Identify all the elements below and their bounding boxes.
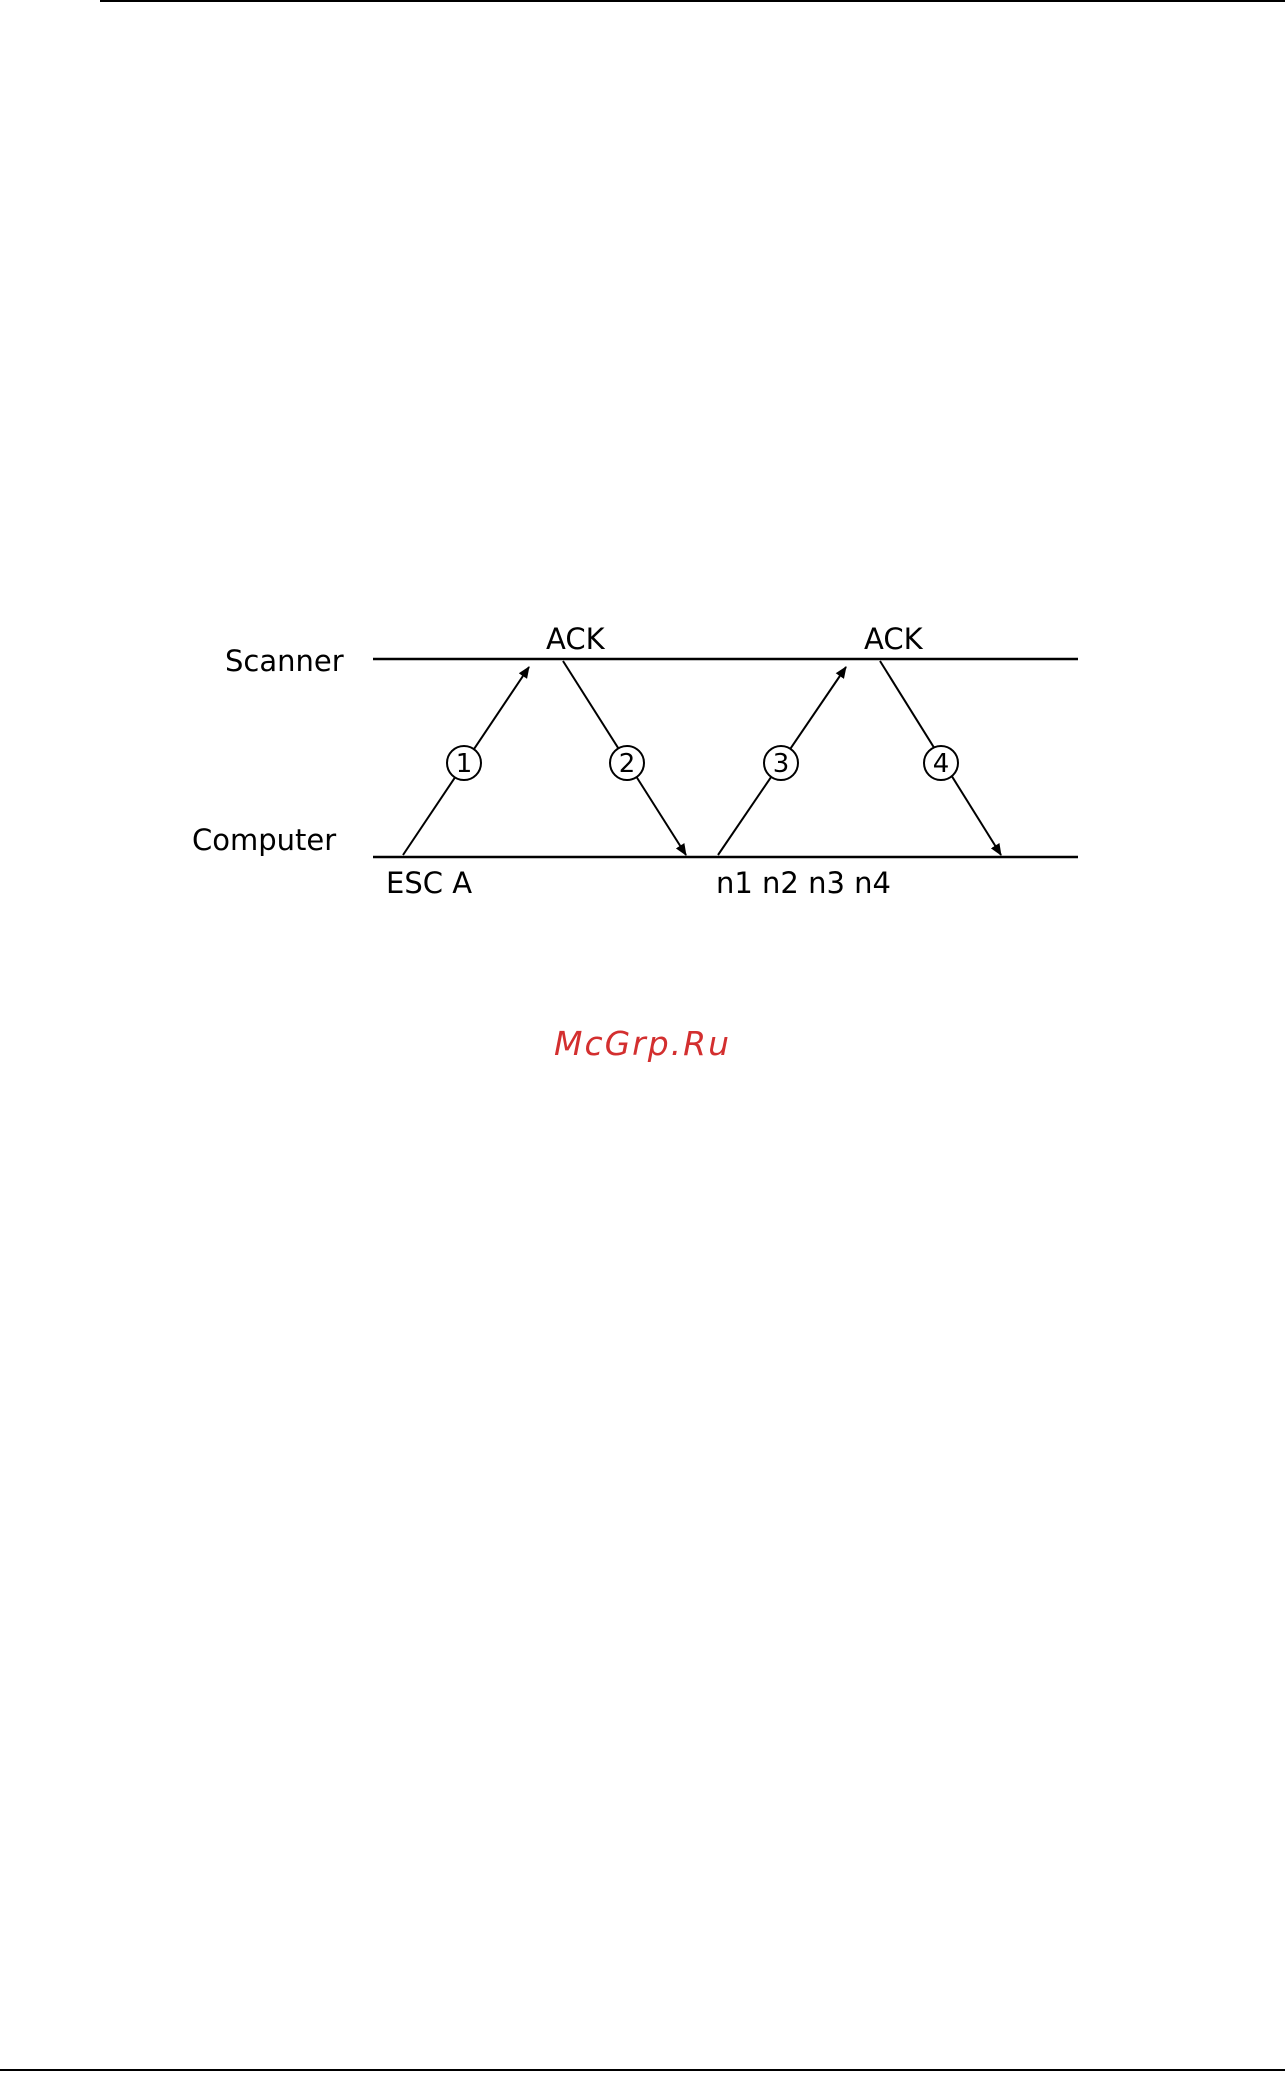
ack-label-1: ACK: [546, 622, 606, 656]
handshake-diagram: Scanner Computer ACK ACK ESC A n1 n2 n3 …: [0, 0, 1285, 960]
step-3-number: 3: [773, 749, 790, 779]
step-2-number: 2: [619, 749, 636, 779]
bottom-rule: [0, 2069, 1285, 2071]
step-1-number: 1: [456, 749, 473, 779]
command-label: ESC A: [386, 866, 472, 900]
watermark-logo: McGrp.Ru: [0, 1024, 1285, 1063]
scanner-lane-label: Scanner: [225, 644, 344, 678]
ack-label-2: ACK: [864, 622, 924, 656]
computer-lane-label: Computer: [192, 823, 336, 857]
params-label: n1 n2 n3 n4: [716, 866, 891, 900]
step-4-number: 4: [933, 749, 950, 779]
